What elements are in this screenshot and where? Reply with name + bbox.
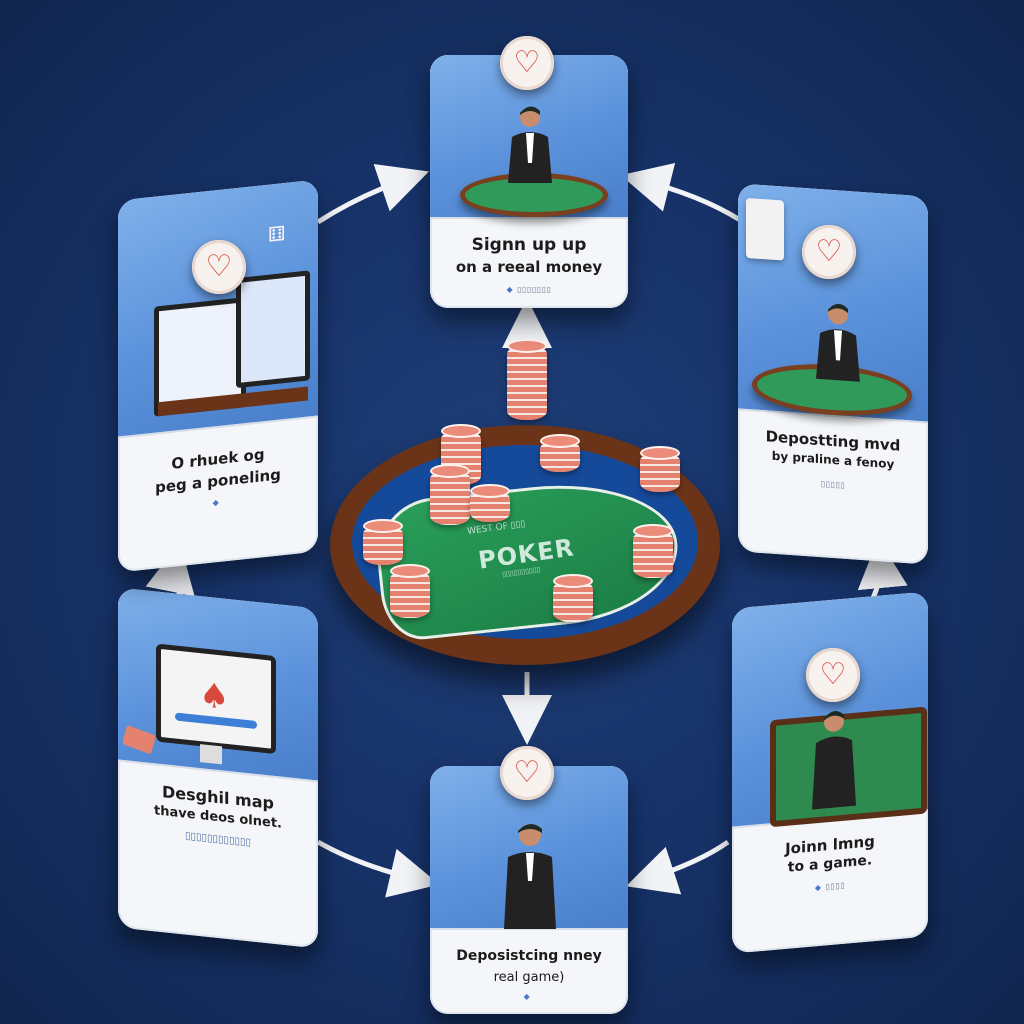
step-art [732, 591, 928, 829]
step-label-line2: on a reeal money [455, 258, 603, 276]
player-person-icon [504, 823, 556, 929]
spade-icon: ♠ [199, 675, 230, 719]
dealer-person-icon [816, 303, 860, 382]
computer-monitor: ♠ [156, 643, 276, 755]
arrow-bottom-right [625, 839, 730, 895]
chip-stack [470, 484, 510, 522]
dice-icon: ⚅ [268, 220, 286, 247]
step-art: ⚅ [118, 179, 318, 439]
step-card-sign-up: Signn up up on a reeal money ◆▯▯▯▯▯▯▯ [430, 55, 628, 308]
player-person-icon [812, 711, 856, 810]
arrow-top-left [316, 163, 429, 225]
step-card-depositing: Depostting mvd by praline a fenoy ▯▯▯▯▯ [738, 183, 928, 565]
step-label-line2: real game) [493, 970, 565, 985]
chip-stack [540, 434, 580, 472]
chip-stack [390, 564, 430, 618]
arrow-top-right [620, 163, 742, 223]
gem-icon: ◆ [814, 882, 822, 893]
step-label-line1: Signn up up [471, 235, 587, 255]
chip-stack [363, 519, 403, 565]
step-card-check-in: ⚅ O rhuek og peg a poneling ◆ [118, 179, 318, 573]
clipboard-icon [746, 197, 784, 261]
chip-stack [640, 446, 680, 492]
step-art: ♠ [118, 587, 318, 783]
arrow-right [857, 538, 908, 602]
heart-badge-icon: ♡ [192, 240, 246, 294]
step-card-depositing-money: Deposistcing nney real game) ◆ [430, 766, 628, 1014]
heart-badge-icon: ♡ [802, 225, 856, 279]
heart-badge-icon: ♡ [806, 648, 860, 702]
chip-stack [633, 524, 673, 578]
chip-stack-tall [507, 339, 547, 420]
step-tag: ◆▯▯▯▯▯▯▯ [506, 285, 552, 294]
chip-stack [430, 464, 470, 525]
heart-badge-icon: ♡ [500, 746, 554, 800]
computer-monitor [236, 270, 310, 389]
step-card-design-map: ♠ Desghil map thave deos olnet. ▯▯▯▯▯▯▯▯… [118, 587, 318, 949]
step-label-line1: Deposistcing nney [456, 948, 602, 964]
step-tag: ▯▯▯▯▯ [820, 479, 846, 490]
gem-icon: ◆ [506, 285, 514, 294]
step-art [738, 183, 928, 424]
chip-stack [553, 574, 593, 622]
step-tag: ◆ [430, 992, 628, 1001]
card-icon [121, 724, 157, 755]
heart-badge-icon: ♡ [500, 36, 554, 90]
gem-icon: ◆ [523, 992, 531, 1001]
monitor-stand [200, 744, 222, 765]
step-card-join-game: Joinn lmng to a game. ◆▯▯▯▯ [732, 591, 928, 954]
dealer-person-icon [508, 106, 552, 183]
gem-icon: ◆ [212, 497, 220, 508]
arrow-bottom-left [316, 839, 440, 898]
